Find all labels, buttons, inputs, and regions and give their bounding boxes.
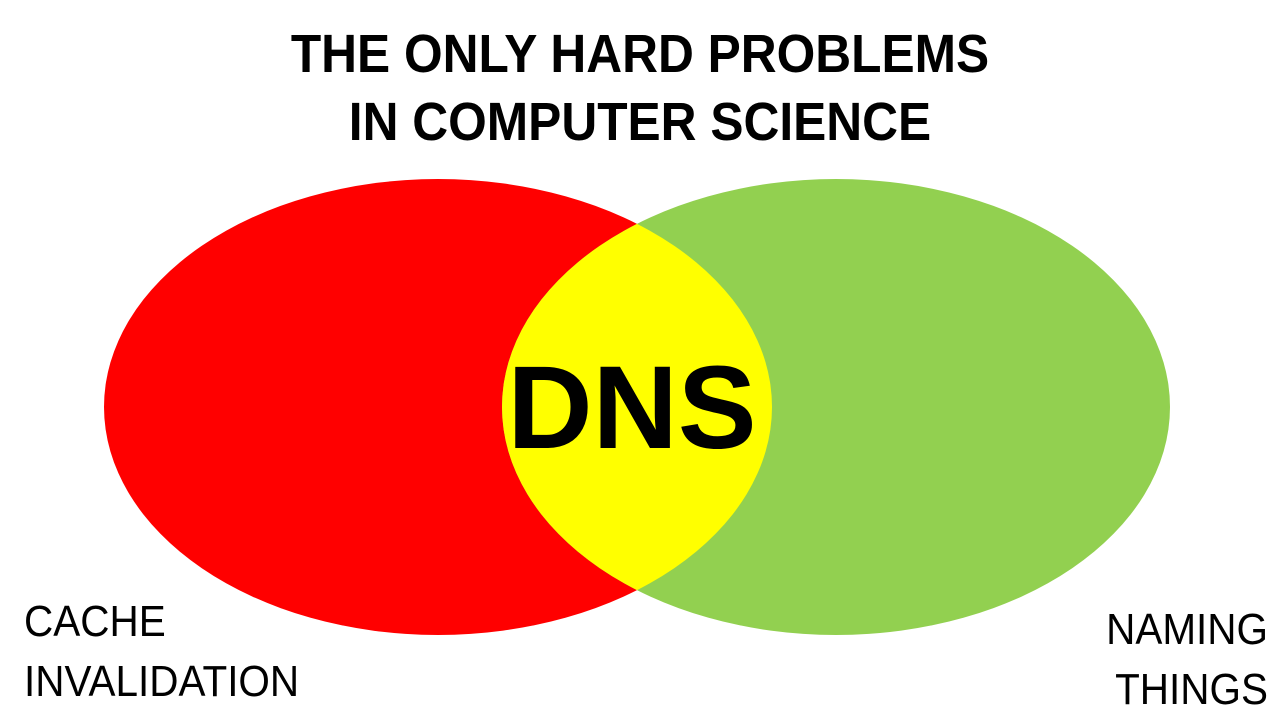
- left-set-label: CACHE INVALIDATION: [24, 592, 299, 712]
- right-set-label: NAMING THINGS: [1106, 600, 1268, 720]
- left-set-label-line-1: CACHE: [24, 597, 166, 646]
- title-line-2: IN COMPUTER SCIENCE: [348, 92, 932, 152]
- right-set-label-line-2: THINGS: [1115, 665, 1268, 714]
- right-set-label-line-1: NAMING: [1106, 605, 1268, 654]
- title-line-1: THE ONLY HARD PROBLEMS: [290, 24, 990, 84]
- left-set-label-line-2: INVALIDATION: [24, 657, 300, 706]
- intersection-label: DNS: [507, 342, 756, 474]
- page-title: THE ONLY HARD PROBLEMS IN COMPUTER SCIEN…: [51, 20, 1229, 156]
- dns-intersection: [502, 179, 772, 635]
